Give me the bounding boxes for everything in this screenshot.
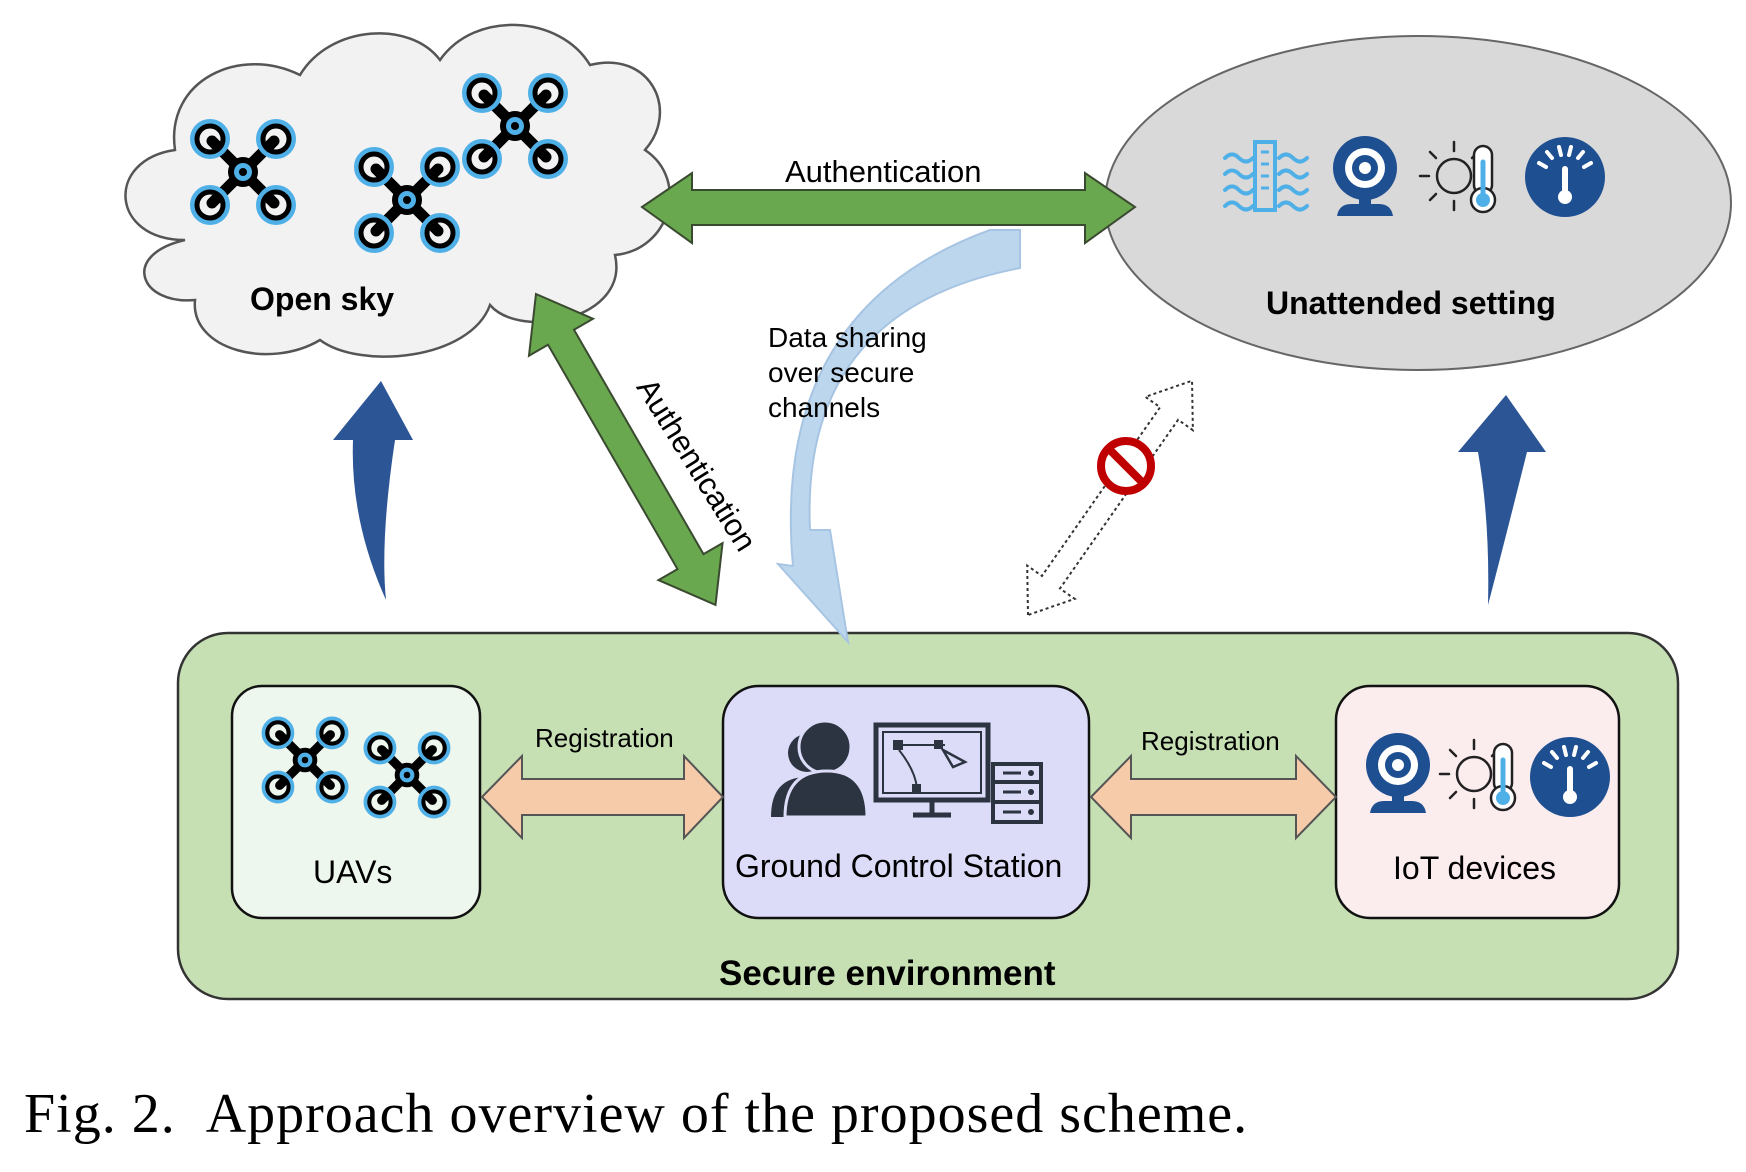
gauge-icon — [1530, 737, 1610, 817]
data-sharing-label-3: channels — [768, 392, 881, 423]
computer-monitor-icon — [873, 722, 991, 818]
figure-caption-text: Approach overview of the proposed scheme… — [205, 1083, 1249, 1145]
unattended-setting-label: Unattended setting — [1266, 285, 1556, 321]
authentication-arrow-diagonal — [527, 292, 724, 607]
no-entry-icon — [1097, 437, 1155, 495]
registration-right-label: Registration — [1141, 726, 1280, 756]
data-sharing-arrow — [775, 229, 1021, 646]
water-level-sensor-icon — [1223, 140, 1309, 212]
registration-left-label: Registration — [535, 723, 674, 753]
data-sharing-label-2: over secure — [768, 357, 915, 388]
gcs-label: Ground Control Station — [735, 848, 1063, 884]
registration-arrow-right — [1089, 753, 1338, 841]
blocked-arrow — [1026, 379, 1194, 617]
up-arrow-left — [333, 381, 413, 600]
secure-environment-label: Secure environment — [719, 954, 1056, 993]
figure-caption: Fig. 2. Approach overview of the propose… — [24, 1082, 1248, 1146]
figure-number: Fig. 2. — [24, 1083, 176, 1145]
gauge-icon — [1525, 137, 1605, 217]
user-group-icon — [771, 719, 869, 819]
up-arrow-right — [1458, 395, 1546, 605]
authentication-arrow-top — [640, 171, 1137, 245]
registration-arrow-left — [480, 753, 725, 841]
server-rack-icon — [991, 762, 1043, 824]
data-sharing-label-1: Data sharing — [768, 322, 927, 353]
open-sky-label: Open sky — [250, 281, 395, 317]
uavs-label: UAVs — [313, 854, 393, 890]
authentication-top-label: Authentication — [785, 154, 982, 189]
iot-devices-label: IoT devices — [1393, 850, 1557, 886]
